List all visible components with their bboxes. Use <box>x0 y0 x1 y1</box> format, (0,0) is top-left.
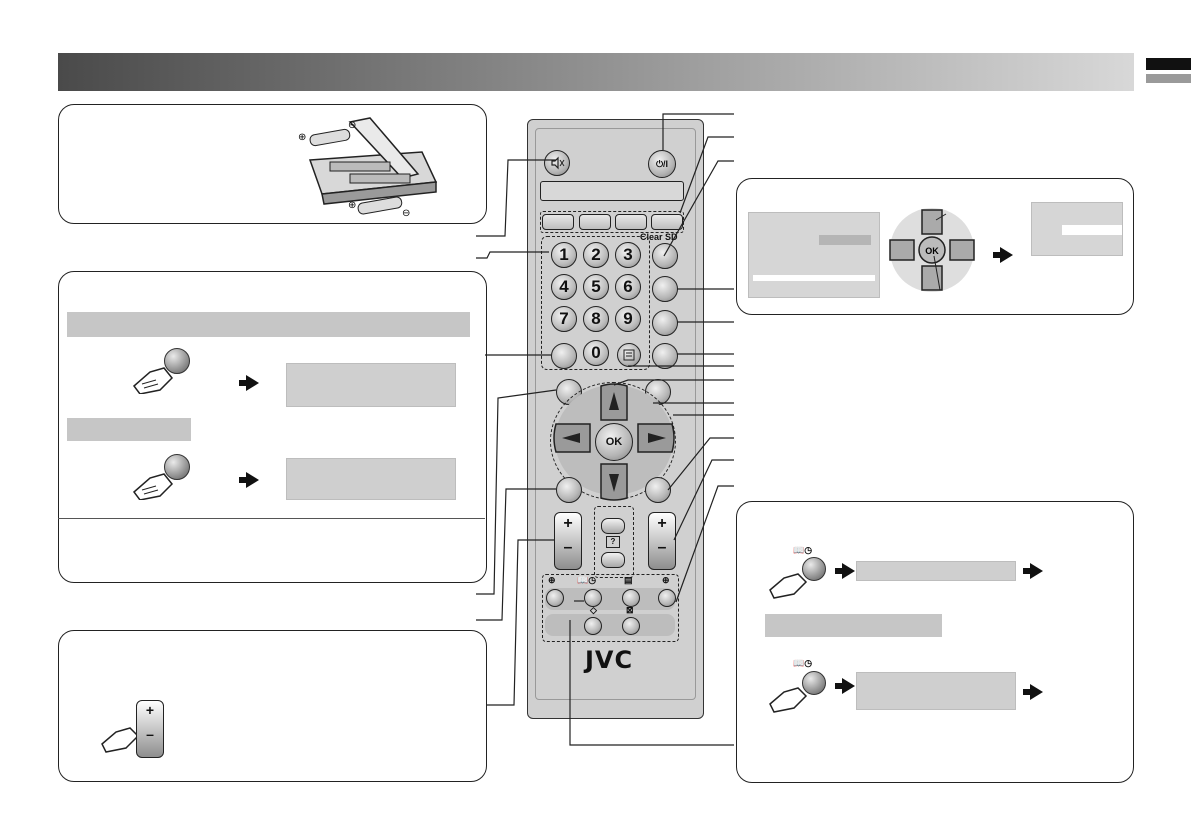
page-tab-marker-secondary <box>1146 74 1191 83</box>
book-icon: 📖◷ <box>793 545 813 555</box>
hand-icon <box>769 687 808 713</box>
volume-plus-label: + <box>563 515 573 532</box>
function-row-band-2 <box>545 614 675 636</box>
volume-rocker-figure: + – <box>136 700 164 758</box>
number-button-6[interactable]: 6 <box>615 274 641 300</box>
button-illustration <box>164 348 190 374</box>
number-pad-group <box>541 236 650 370</box>
program-rocker[interactable]: + – <box>648 512 676 570</box>
text-subheading-bar <box>765 614 942 637</box>
number-button-1[interactable]: 1 <box>551 242 577 268</box>
power-button[interactable]: ⏻/I <box>648 150 676 178</box>
nav-ok-label: OK <box>925 246 939 256</box>
battery-icon: ⊕ ⊖ ⊕ ⊖ <box>298 117 438 218</box>
remote-side-button-4[interactable] <box>652 343 678 369</box>
volume-minus-label: – <box>563 539 573 556</box>
hand-icon <box>132 473 174 500</box>
svg-text:⊕: ⊕ <box>348 200 356 211</box>
menu-screen-2 <box>286 458 456 500</box>
panel-heading-bar <box>67 312 470 337</box>
book-icon: 📖◷ <box>793 658 813 668</box>
arrow-right-icon <box>993 247 1013 263</box>
mute-button[interactable] <box>544 150 570 176</box>
exit-button[interactable] <box>645 477 671 503</box>
index-icon: ▤ <box>624 575 633 585</box>
arrow-right-icon <box>239 472 259 488</box>
help-button-lower[interactable] <box>601 552 625 568</box>
button-illustration <box>802 557 826 581</box>
arrow-right-icon <box>835 563 855 579</box>
menu-screen-nav-result <box>1031 202 1123 256</box>
text-screen-2 <box>856 672 1016 710</box>
page-tab-marker <box>1146 58 1191 70</box>
text-panel <box>736 501 1134 783</box>
picture-menu-button[interactable] <box>551 343 577 369</box>
cancel-button[interactable] <box>622 617 640 635</box>
number-button-7[interactable]: 7 <box>551 306 577 332</box>
arrow-right-icon <box>239 375 259 391</box>
svg-text:⊖: ⊖ <box>402 208 410 218</box>
subpage-button[interactable] <box>546 589 564 607</box>
help-group <box>594 506 634 578</box>
number-button-4[interactable]: 4 <box>551 274 577 300</box>
remote-side-button-2[interactable] <box>652 276 678 302</box>
svg-text:⊕: ⊕ <box>298 132 306 143</box>
mute-icon <box>551 156 565 170</box>
number-button-2[interactable]: 2 <box>583 242 609 268</box>
menu-screen-nav <box>748 212 880 298</box>
arrow-right-icon <box>1023 563 1043 579</box>
power-icon: ⏻/I <box>655 159 669 169</box>
text-button[interactable] <box>617 343 641 367</box>
remote-side-button-3[interactable] <box>652 310 678 336</box>
direction-pad[interactable] <box>550 380 678 504</box>
reveal-icon: ◇ <box>590 605 597 615</box>
panel-subheading-bar <box>67 418 191 441</box>
volume-minus: – <box>146 726 154 742</box>
clear-sd-label: Clear SD <box>640 232 678 242</box>
nav-pad-figure: OK <box>889 208 975 292</box>
help-icon: ? <box>606 536 620 548</box>
sd-button[interactable] <box>652 243 678 269</box>
program-minus-label: – <box>657 539 667 556</box>
panel-divider <box>58 518 485 519</box>
number-button-3[interactable]: 3 <box>615 242 641 268</box>
remote-display-slot <box>540 181 684 201</box>
hand-icon <box>769 573 808 599</box>
volume-panel <box>58 630 487 782</box>
text-screen-1 <box>856 561 1016 581</box>
subpage-icon: ⊕ <box>548 575 556 585</box>
ok-label: OK <box>605 436 623 448</box>
color-buttons-group <box>540 211 684 233</box>
menu-screen-1 <box>286 363 456 407</box>
header-band <box>58 53 1134 91</box>
yellow-button[interactable] <box>615 214 647 230</box>
number-button-5[interactable]: 5 <box>583 274 609 300</box>
info-button[interactable] <box>556 477 582 503</box>
program-plus-label: + <box>657 515 667 532</box>
arrow-right-icon <box>1023 684 1043 700</box>
number-button-9[interactable]: 9 <box>615 306 641 332</box>
ok-button[interactable]: OK <box>595 423 633 461</box>
number-button-0[interactable]: 0 <box>583 340 609 366</box>
text-icon <box>623 349 635 361</box>
reveal-button[interactable] <box>584 617 602 635</box>
button-illustration <box>164 454 190 480</box>
hand-icon <box>132 367 174 394</box>
index-button[interactable] <box>622 589 640 607</box>
cancel-icon: ⊠ <box>626 605 634 615</box>
svg-text:⊖: ⊖ <box>348 120 356 131</box>
button-illustration <box>802 671 826 695</box>
volume-plus: + <box>145 702 155 718</box>
number-button-8[interactable]: 8 <box>583 306 609 332</box>
book-clock-icon: 📖◷ <box>577 575 597 585</box>
arrow-right-icon <box>835 678 855 694</box>
volume-rocker[interactable]: + – <box>554 512 582 570</box>
size-button[interactable] <box>658 589 676 607</box>
brand-logo: JVC <box>585 646 634 674</box>
function-row-band-1 <box>545 588 675 610</box>
help-button-upper[interactable] <box>601 518 625 534</box>
book-button[interactable] <box>584 589 602 607</box>
green-button[interactable] <box>579 214 611 230</box>
size-icon: ⊕ <box>662 575 670 585</box>
